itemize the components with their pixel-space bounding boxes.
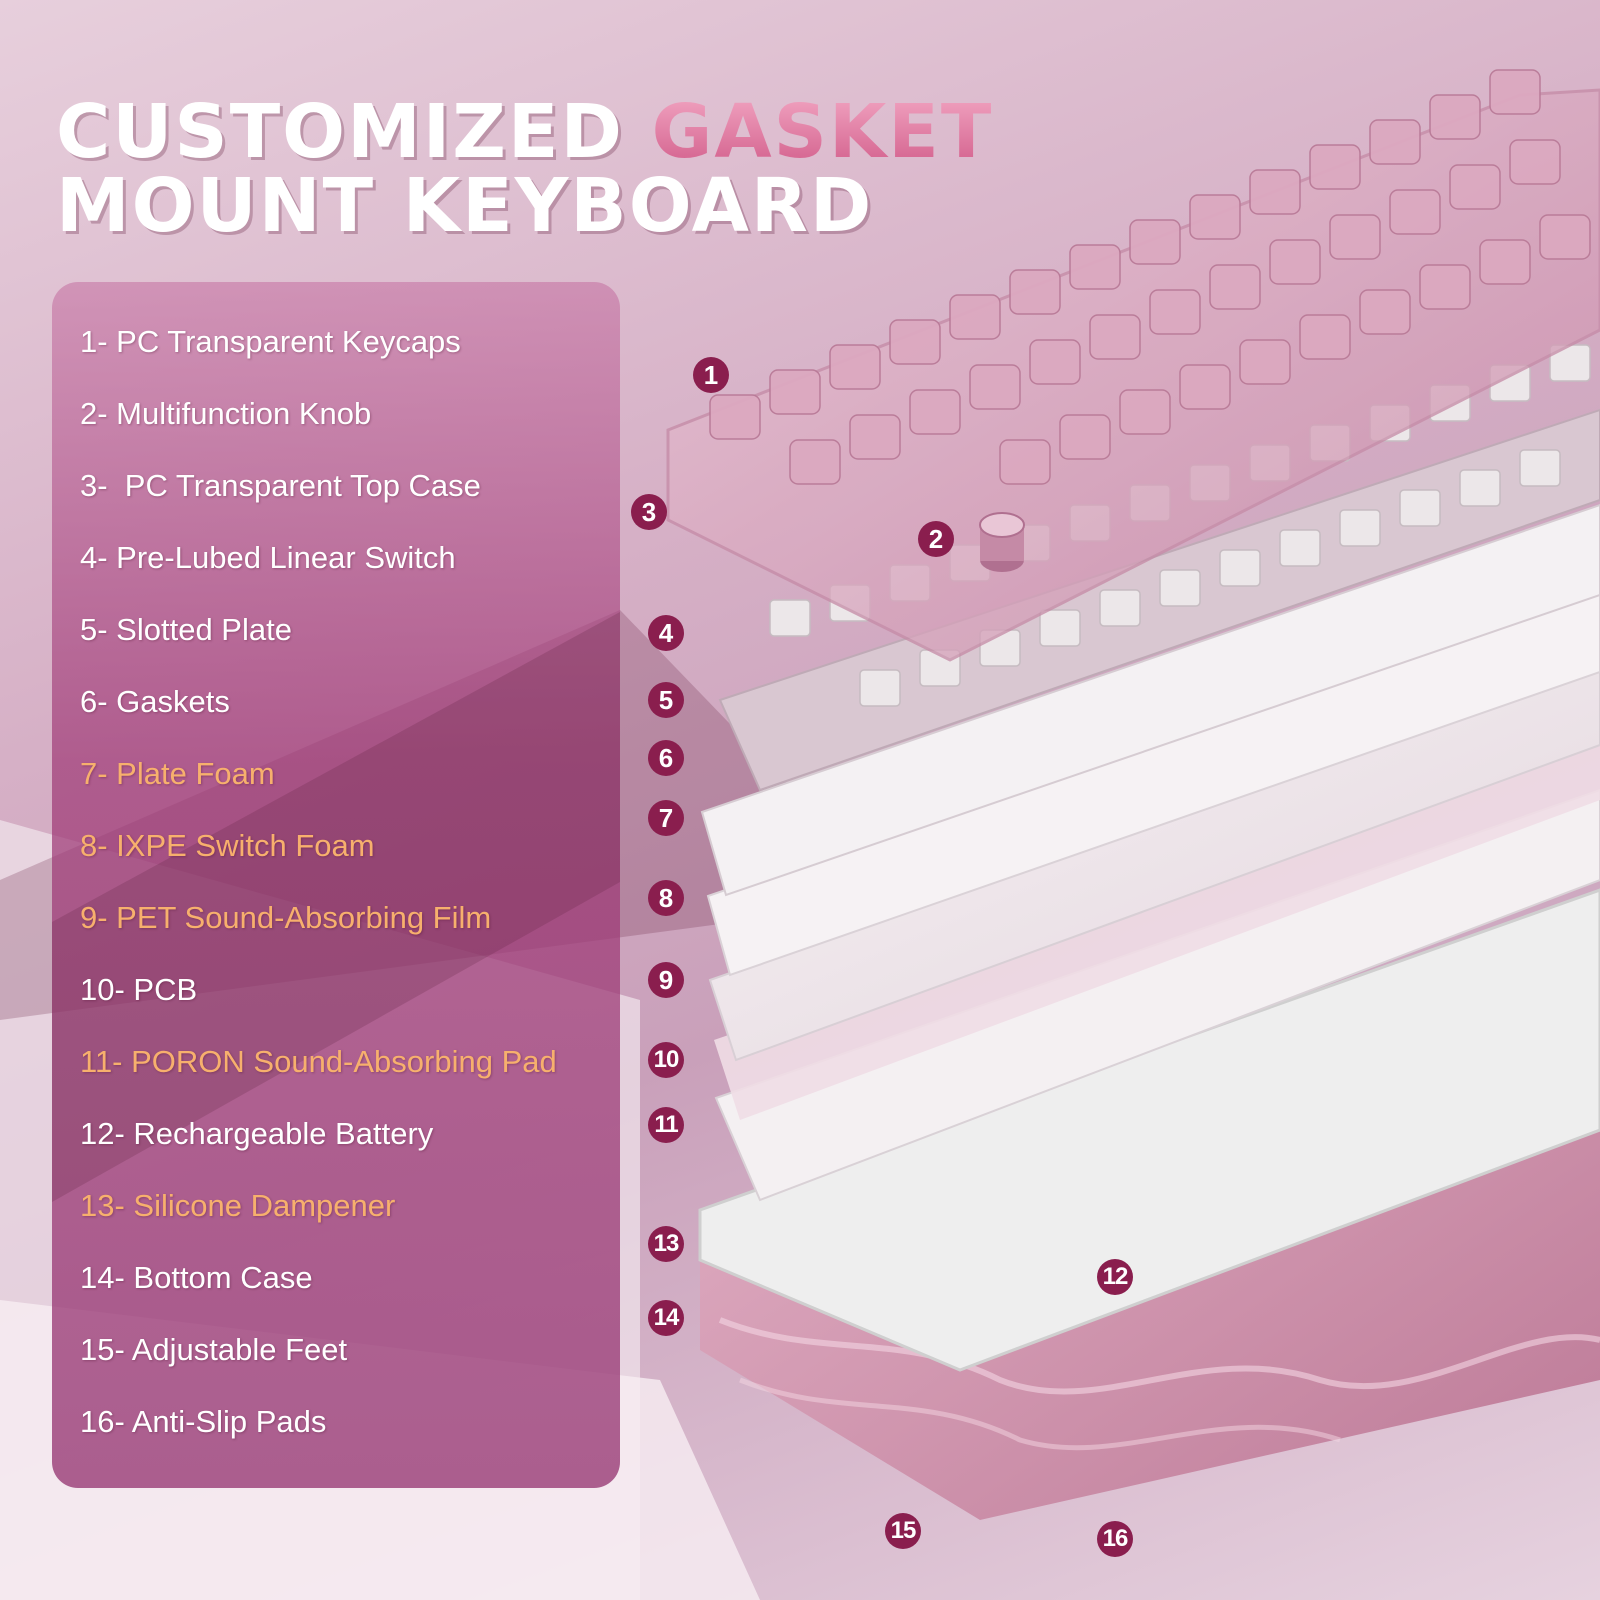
part-item-6: 6- Gaskets <box>80 684 230 719</box>
part-item-5: 5- Slotted Plate <box>80 612 292 647</box>
part-item-2: 2- Multifunction Knob <box>80 396 372 431</box>
callout-12: 12 <box>1097 1259 1133 1295</box>
part-item-14: 14- Bottom Case <box>80 1260 313 1295</box>
parts-list: 1- PC Transparent Keycaps 2- Multifuncti… <box>80 306 557 1458</box>
headline-accent: GASKET <box>651 89 994 175</box>
headline-line-1: CUSTOMIZED GASKET <box>56 92 993 172</box>
part-item-1: 1- PC Transparent Keycaps <box>80 324 461 359</box>
parts-panel: 1- PC Transparent Keycaps 2- Multifuncti… <box>52 282 620 1488</box>
callout-3: 3 <box>631 494 667 530</box>
part-item-16: 16- Anti-Slip Pads <box>80 1404 327 1439</box>
callout-1: 1 <box>693 357 729 393</box>
part-item-8: 8- IXPE Switch Foam <box>80 828 375 863</box>
part-item-9: 9- PET Sound-Absorbing Film <box>80 900 492 935</box>
part-item-7: 7- Plate Foam <box>80 756 275 791</box>
callout-5: 5 <box>648 682 684 718</box>
headline-plain: CUSTOMIZED <box>56 89 652 175</box>
callout-8: 8 <box>648 880 684 916</box>
callout-11: 11 <box>648 1107 684 1143</box>
part-item-4: 4- Pre-Lubed Linear Switch <box>80 540 456 575</box>
callout-14: 14 <box>648 1300 684 1336</box>
plate-foam-layer <box>700 503 1600 897</box>
callout-13: 13 <box>648 1226 684 1262</box>
callout-2: 2 <box>918 521 954 557</box>
keycap-grid <box>709 69 1591 485</box>
headline-line-2: MOUNT KEYBOARD <box>56 163 874 249</box>
part-item-15: 15- Adjustable Feet <box>80 1332 348 1367</box>
part-item-12: 12- Rechargeable Battery <box>80 1116 434 1151</box>
callout-16: 16 <box>1097 1521 1133 1557</box>
callout-15: 15 <box>885 1513 921 1549</box>
callout-7: 7 <box>648 800 684 836</box>
callout-6: 6 <box>648 740 684 776</box>
part-item-3: 3- PC Transparent Top Case <box>80 468 481 503</box>
panel-shadow-diagonal <box>52 612 620 1202</box>
callout-4: 4 <box>648 615 684 651</box>
part-item-11: 11- PORON Sound-Absorbing Pad <box>80 1044 557 1079</box>
pcb-layer <box>714 735 1600 1120</box>
knob <box>979 512 1025 572</box>
callout-9: 9 <box>648 962 684 998</box>
callout-10: 10 <box>648 1042 684 1078</box>
dampener-tray-layer <box>698 888 1600 1372</box>
part-item-10: 10- PCB <box>80 972 198 1007</box>
part-item-13: 13- Silicone Dampener <box>80 1188 396 1223</box>
